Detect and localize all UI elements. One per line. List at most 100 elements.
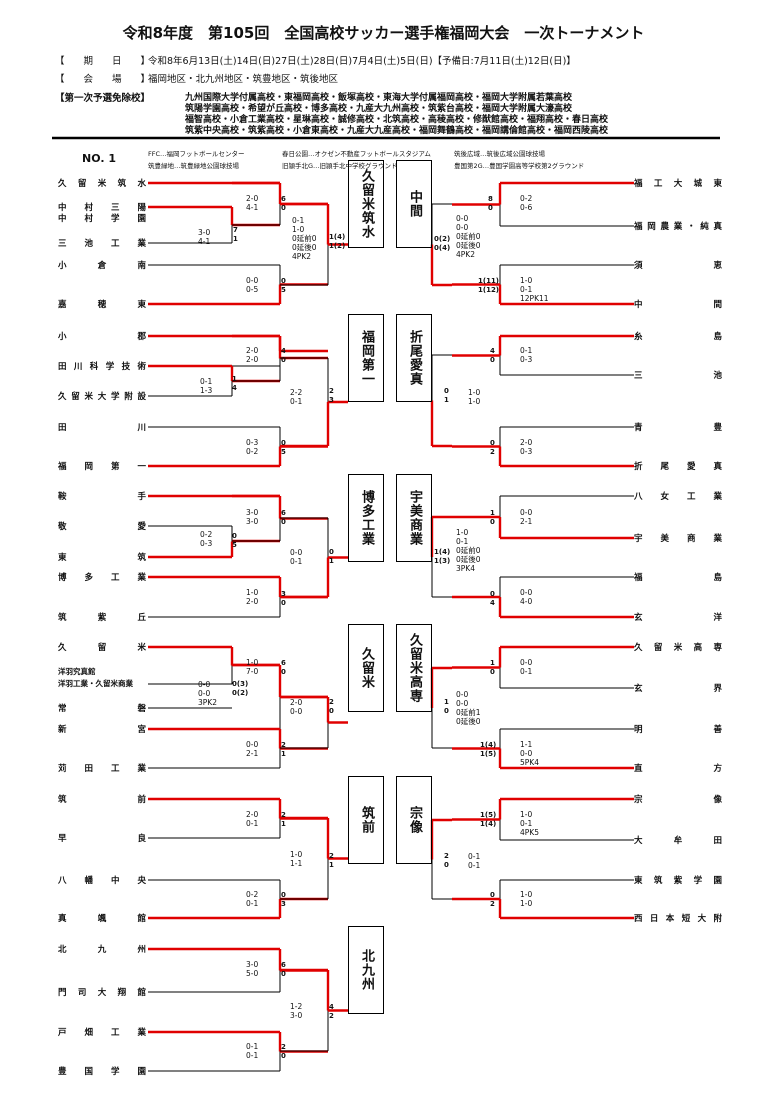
match-score: 2-0 0-3	[520, 438, 533, 456]
team-name: 福島	[634, 573, 722, 583]
match-score: 0-0 2-1	[246, 740, 259, 758]
goal-count: 0(2) 0(4)	[434, 235, 451, 252]
match-score: 1-0 1-1	[290, 850, 303, 868]
block-number: NO. 1	[82, 152, 116, 165]
team-name: 新宮	[58, 725, 146, 735]
team-name: 直方	[634, 764, 722, 774]
team-name: 三池	[634, 371, 722, 381]
goal-count: 1(4) 1(5)	[480, 741, 497, 758]
goal-count: 2 1	[281, 811, 286, 828]
goal-count: 0 1	[329, 548, 334, 565]
team-name: 小郡	[58, 332, 146, 342]
match-score: 0-0 0-0 3PK2	[198, 680, 217, 707]
advancing-team-box: 博多工業	[348, 474, 384, 562]
team-name: 久留米筑水	[58, 179, 146, 189]
team-name: 宇美商業	[634, 534, 722, 544]
goal-count: 2 1	[329, 852, 334, 869]
match-score: 1-2 3-0	[290, 1002, 303, 1020]
team-name: 青豊	[634, 423, 722, 433]
match-score: 0-1 1-0 0延前0 0延後0 4PK2	[292, 216, 317, 261]
page-title: 令和8年度 第105回 全国高校サッカー選手権福岡大会 一次トーナメント	[122, 24, 645, 42]
goal-count: 0 5	[232, 532, 237, 549]
venue-note: 春日公園…オクゼン不動産フットボールスタジアム	[282, 150, 431, 158]
goal-count: 7 1	[233, 226, 238, 243]
goal-count: 1 0	[490, 509, 495, 526]
team-name: 筑紫丘	[58, 613, 146, 623]
goal-count: 0 5	[281, 439, 286, 456]
match-score: 2-0 2-0	[246, 346, 259, 364]
team-name: 敬愛	[58, 522, 146, 532]
exempt-line: 筑陽学園高校・希望が丘高校・博多高校・九産大九州高校・筑紫台高校・福岡大学附属大…	[185, 104, 573, 114]
match-score: 2-0 0-1	[246, 810, 259, 828]
goal-count: 0 3	[281, 891, 286, 908]
team-name: 常磐	[58, 704, 146, 714]
goal-count: 6 0	[281, 659, 286, 676]
goal-count: 2 0	[329, 698, 334, 715]
team-name: 戸畑工業	[58, 1028, 146, 1038]
match-score: 0-0 4-0	[520, 588, 533, 606]
goal-count: 0 4	[490, 590, 495, 607]
match-score: 2-2 0-1	[290, 388, 303, 406]
exempt-line: 福智高校・小倉工業高校・星琳高校・誠修高校・北筑高校・高稜高校・修猷館高校・福翔…	[185, 115, 609, 125]
match-score: 3-0 3-0	[246, 508, 259, 526]
team-name: 門司大翔館	[58, 988, 146, 998]
team-name: 真颯館	[58, 914, 146, 924]
team-name: 苅田工業	[58, 764, 146, 774]
goal-count: 8 0	[488, 195, 493, 212]
advancing-team-box: 宗像	[396, 776, 432, 864]
goal-count: 1(11) 1(12)	[478, 277, 500, 294]
goal-count: 2 0	[444, 852, 449, 869]
match-score: 0-3 0-2	[246, 438, 259, 456]
team-name: 北九州	[58, 945, 146, 955]
goal-count: 2 0	[281, 1043, 286, 1060]
period-value: 令和8年6月13日(土)14日(日)27日(土)28日(日)7月4日(土)5日(…	[148, 56, 576, 67]
exempt-line: 九州国際大学付属高校・東福岡高校・飯塚高校・東海大学付属福岡高校・福岡大学附属若…	[185, 93, 573, 103]
goal-count: 4 0	[281, 347, 286, 364]
team-name: 中村学園	[58, 214, 146, 224]
goal-count: 3 0	[281, 590, 286, 607]
advancing-team-box: 久留米筑水	[348, 160, 384, 248]
match-score: 2-0 4-1	[246, 194, 259, 212]
venue-note: 筑豊緑地…筑豊緑地公園球技場	[148, 162, 239, 170]
goal-count: 6 0	[281, 961, 286, 978]
exempt-label: 【第一次予選免除校】	[55, 93, 151, 104]
advancing-team-box: 久留米高専	[396, 624, 432, 712]
goal-count: 0 2	[490, 439, 495, 456]
match-score: 1-0 0-1 0延前0 0延後0 3PK4	[456, 528, 481, 573]
goal-count: 0 2	[490, 891, 495, 908]
team-name: 久留米高専	[634, 643, 722, 653]
match-score: 0-0 0-1	[290, 548, 303, 566]
match-score: 0-0 0-1	[520, 658, 533, 676]
team-name: 三池工業	[58, 239, 146, 249]
match-score: 1-0 7-0	[246, 658, 259, 676]
advancing-team-box: 北九州	[348, 926, 384, 1014]
team-name: 久留米大学附設	[58, 392, 146, 402]
team-name: 糸島	[634, 332, 722, 342]
match-score: 1-0 0-1 4PK5	[520, 810, 539, 837]
goal-count: 1(5) 1(4)	[480, 811, 497, 828]
team-name: 久留米	[58, 643, 146, 653]
goal-count: 1(4) 1(3)	[434, 548, 451, 565]
goal-count: 1 0	[490, 659, 495, 676]
team-name: 東筑	[58, 553, 146, 563]
goal-count: 4 0	[490, 347, 495, 364]
goal-count: 1 4	[232, 375, 237, 392]
team-name: 福岡農業・純真	[634, 222, 722, 232]
goal-count: 0 5	[281, 277, 286, 294]
team-name: 筑前	[58, 795, 146, 805]
match-score: 0-2 0-6	[520, 194, 533, 212]
team-name: 折尾愛真	[634, 462, 722, 472]
match-score: 2-0 0-0	[290, 698, 303, 716]
goal-count: 6 0	[281, 195, 286, 212]
goal-count: 2 1	[281, 741, 286, 758]
team-name: 東筑紫学園	[634, 876, 722, 886]
team-name: 洋羽究真館	[58, 667, 96, 676]
team-name: 福工大城東	[634, 179, 722, 189]
team-name: 洋羽工業・久留米商業	[58, 679, 133, 688]
team-name: 大牟田	[634, 836, 722, 846]
match-score: 1-0 1-0	[468, 388, 481, 406]
goal-count: 4 2	[329, 1003, 334, 1020]
venue-note: 筑後広域…筑後広域公園球技場	[454, 150, 545, 158]
